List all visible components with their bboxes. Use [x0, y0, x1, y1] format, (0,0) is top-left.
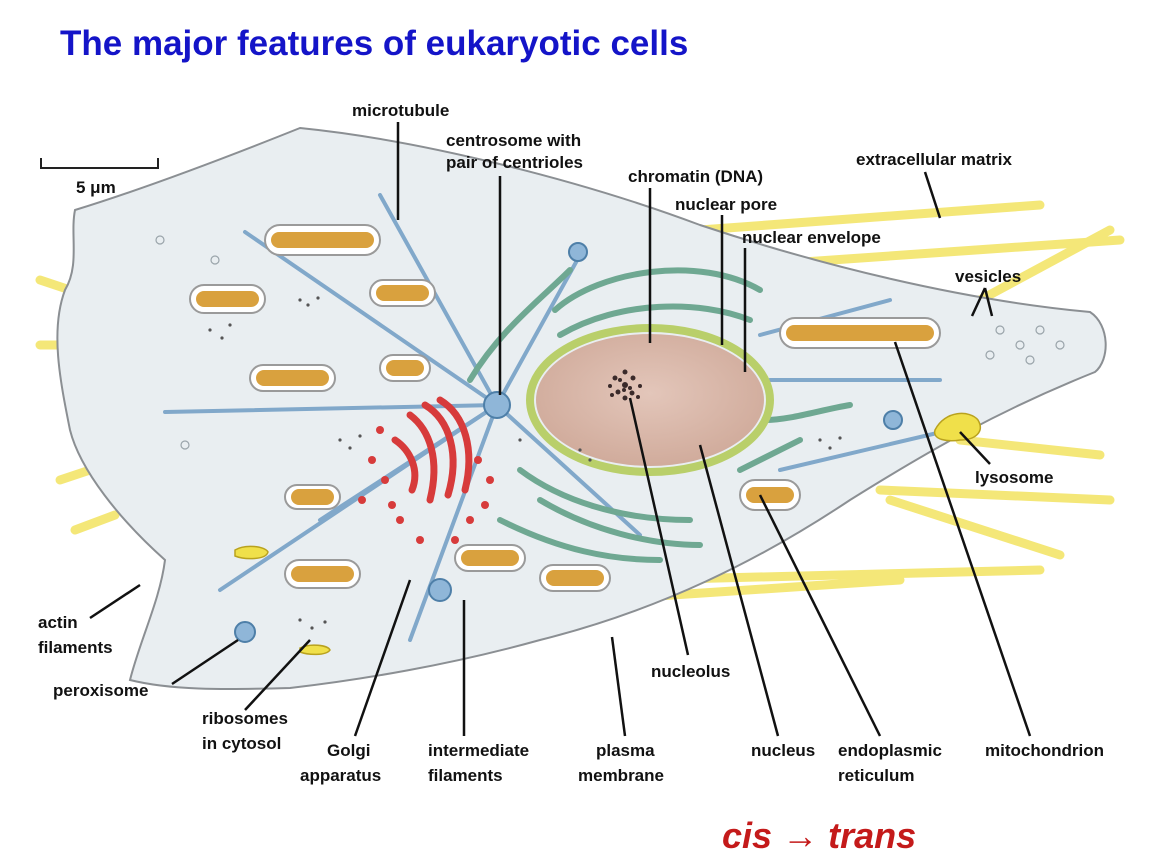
- cis-trans-annotation: cis → trans: [722, 815, 916, 857]
- label-actin-line2: filaments: [38, 638, 113, 657]
- label-golgi-line1: Golgi: [327, 741, 370, 760]
- label-peroxisome: peroxisome: [53, 681, 148, 700]
- label-extracellular-matrix: extracellular matrix: [856, 150, 1012, 169]
- footer-arrow: →: [782, 815, 819, 856]
- label-centrosome-line1: centrosome with: [446, 131, 581, 150]
- golgi-vesicles: [358, 426, 494, 544]
- lysosome: [234, 412, 981, 656]
- endoplasmic-reticulum: [467, 267, 853, 563]
- label-chromatin: chromatin (DNA): [628, 167, 763, 186]
- label-mitochondrion: mitochondrion: [985, 741, 1104, 760]
- golgi-apparatus: [391, 396, 473, 504]
- centrosome: [483, 391, 511, 419]
- label-ribosomes-line1: ribosomes: [202, 709, 288, 728]
- label-nuclear-pore: nuclear pore: [675, 195, 777, 214]
- footer-trans: trans: [828, 815, 917, 856]
- label-microtubule: microtubule: [352, 101, 449, 120]
- label-nucleus: nucleus: [751, 741, 815, 760]
- label-er-line1: endoplasmic: [838, 741, 942, 760]
- label-lysosome: lysosome: [975, 468, 1053, 487]
- nucleolus: [608, 369, 642, 401]
- label-leader-lines: [89, 122, 1032, 737]
- label-centrosome-line2: pair of centrioles: [446, 153, 583, 172]
- label-actin-line1: actin: [38, 613, 78, 632]
- footer-cis: cis: [722, 815, 773, 856]
- page-title: The major features of eukaryotic cells: [60, 24, 689, 63]
- ribosomes: [208, 296, 842, 630]
- label-plasma-line1: plasma: [596, 741, 655, 760]
- label-plasma-line2: membrane: [578, 766, 664, 785]
- label-er-line2: reticulum: [838, 766, 915, 785]
- peroxisomes: [234, 242, 903, 643]
- label-golgi-line2: apparatus: [300, 766, 381, 785]
- scale-bar: [40, 158, 159, 169]
- label-nucleolus: nucleolus: [651, 662, 730, 681]
- nucleus: [536, 334, 764, 466]
- scale-bar-label: 5 μm: [76, 178, 116, 197]
- vesicles: [155, 235, 1065, 450]
- label-vesicles: vesicles: [955, 267, 1021, 286]
- label-intermediate-line1: intermediate: [428, 741, 529, 760]
- mitochondria-cristae: [196, 232, 934, 586]
- label-ribosomes-line2: in cytosol: [202, 734, 281, 753]
- label-intermediate-line2: filaments: [428, 766, 503, 785]
- label-nuclear-envelope: nuclear envelope: [742, 228, 881, 247]
